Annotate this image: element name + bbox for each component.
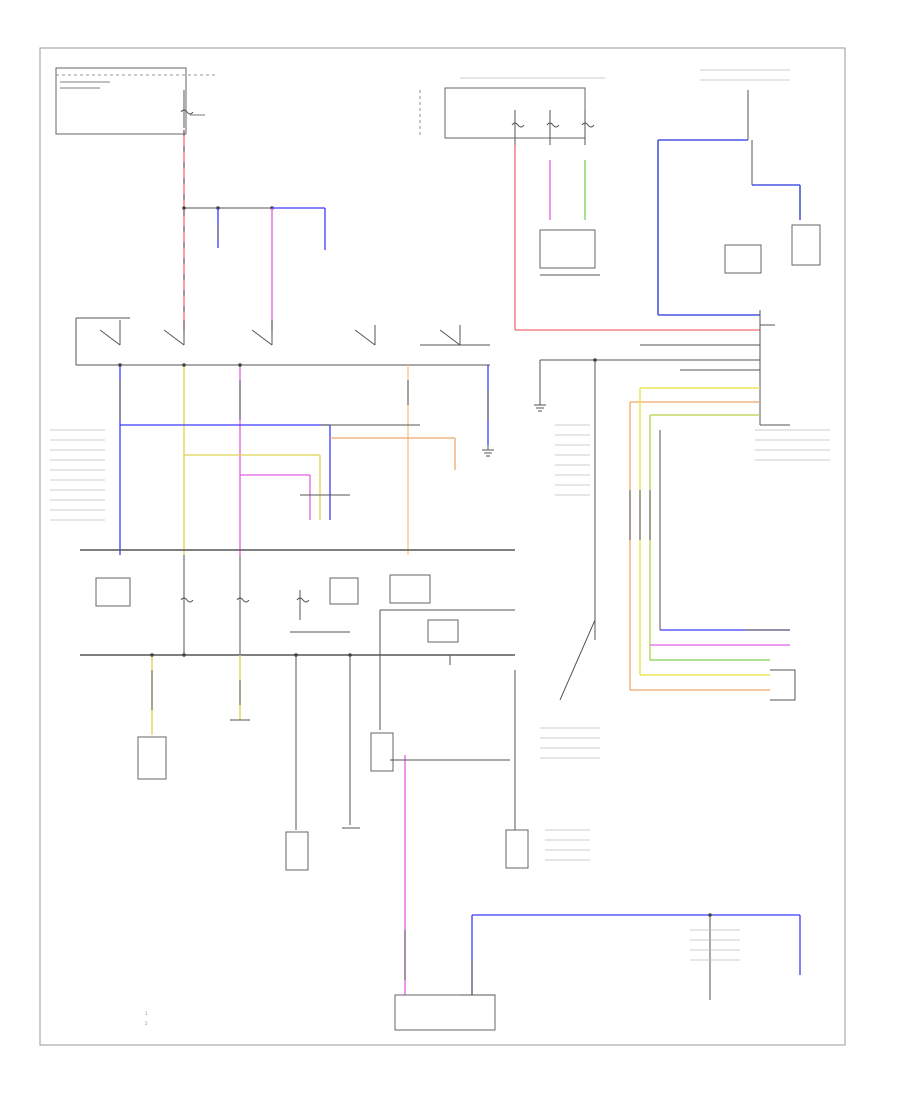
legend-marker-1: 1: [145, 1011, 148, 1016]
component-box: [285, 831, 309, 871]
label-marks: [50, 69, 830, 961]
diagram-frame: [39, 47, 846, 1046]
component-box: [724, 244, 762, 274]
fuse-row: [95, 555, 515, 660]
switch-row: [75, 317, 490, 366]
component-box: [394, 994, 496, 1031]
component-box: [539, 229, 596, 269]
ground-symbol: [534, 398, 546, 412]
connector-block: [759, 310, 790, 426]
legend: 1 2: [145, 1011, 148, 1026]
fuse-top-left: [180, 90, 205, 128]
component-box: [137, 736, 167, 780]
component-box: [791, 224, 821, 266]
battery-junction-box: [55, 67, 215, 135]
ground-symbol: [482, 445, 494, 457]
component-box: [370, 732, 394, 772]
component-box: [505, 829, 529, 869]
legend-marker-2: 2: [145, 1021, 148, 1026]
